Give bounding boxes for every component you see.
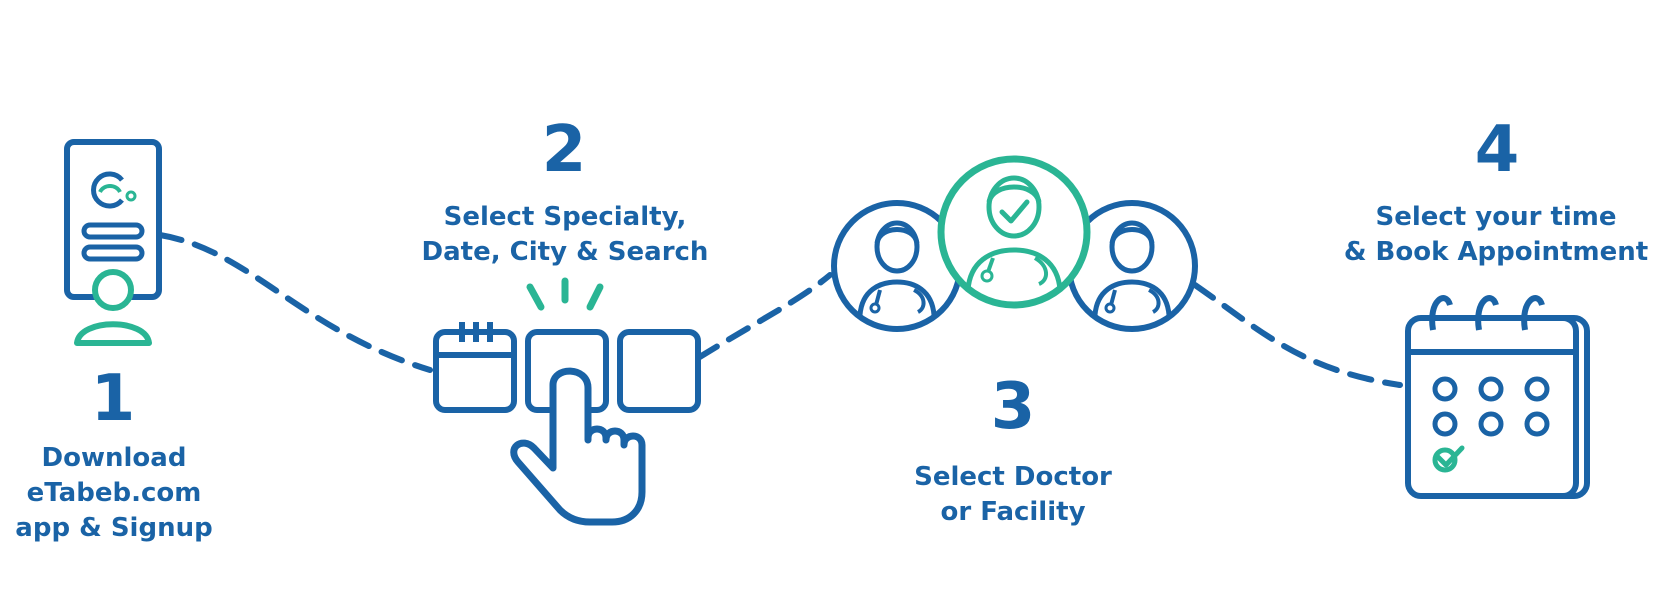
phone-user-icon bbox=[64, 139, 162, 346]
doctor-right-icon bbox=[1066, 200, 1198, 332]
check-icon bbox=[999, 199, 1030, 224]
doctor-selected-icon bbox=[937, 155, 1091, 309]
etabeb-logo-icon bbox=[91, 171, 137, 209]
hand-tap-icon bbox=[433, 277, 701, 526]
doctors-icon bbox=[831, 155, 1198, 332]
step-2-number: 2 bbox=[541, 113, 587, 187]
step-3-number: 3 bbox=[990, 370, 1036, 444]
step-4-caption-line: & Book Appointment bbox=[1343, 237, 1649, 267]
step-2-caption: Select Specialty, Date, City & Search bbox=[395, 200, 735, 270]
step-2-caption-line: Select Specialty, bbox=[443, 202, 687, 232]
connector-2-3 bbox=[695, 272, 833, 361]
pointing-hand-icon bbox=[510, 367, 646, 526]
calendar-check-icon bbox=[1405, 295, 1590, 499]
step-3-caption-line: or Facility bbox=[940, 497, 1086, 527]
connector-3-4 bbox=[1192, 282, 1403, 388]
tap-sparkle-icon bbox=[526, 277, 604, 311]
step-4-number: 4 bbox=[1474, 113, 1520, 187]
step-1-caption-line: eTabeb.com bbox=[26, 478, 202, 508]
step-3-caption-line: Select Doctor bbox=[914, 462, 1112, 492]
step-2-caption-line: Date, City & Search bbox=[421, 237, 709, 267]
connector-1-2 bbox=[157, 232, 433, 373]
step-3-caption: Select Doctor or Facility bbox=[873, 460, 1153, 530]
doctor-left-icon bbox=[831, 200, 963, 332]
right-box-icon bbox=[617, 329, 701, 413]
step-1-number: 1 bbox=[90, 362, 136, 436]
step-4-caption-line: Select your time bbox=[1375, 202, 1617, 232]
step-1-caption-line: Download bbox=[41, 443, 187, 473]
step-1-caption-line: app & Signup bbox=[15, 513, 213, 543]
connector-lines bbox=[157, 232, 1403, 388]
calendar-box-icon bbox=[433, 322, 517, 413]
step-1-caption: Download eTabeb.com app & Signup bbox=[0, 441, 228, 546]
step-4-caption: Select your time & Book Appointment bbox=[1327, 200, 1665, 270]
